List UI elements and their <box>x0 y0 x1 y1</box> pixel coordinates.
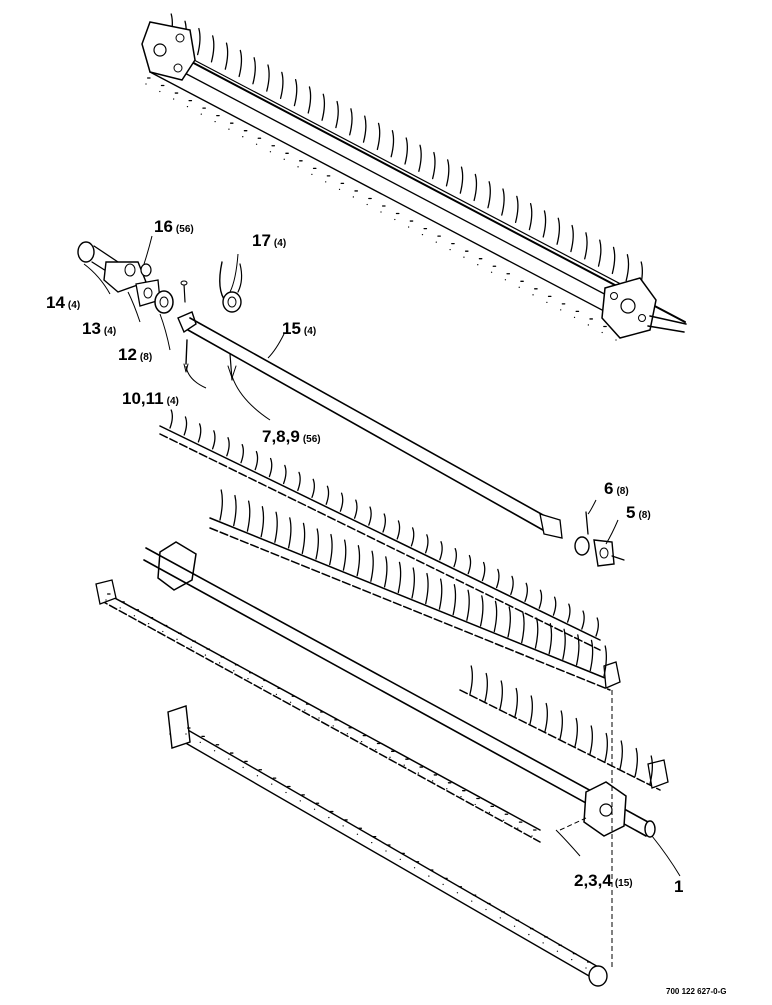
callout-labels: 16(56) 17(4) 14(4) 13(4) 12(8) 15(4) 10,… <box>46 217 683 896</box>
right-end-plate <box>601 277 657 339</box>
assembled-reel <box>141 13 687 341</box>
tine-bar-upper <box>159 409 601 651</box>
tine-bar-middle <box>209 489 621 691</box>
bearing-12 <box>154 280 188 314</box>
left-end-plate <box>141 21 196 81</box>
callout-7-8-9: 7,8,9(56) <box>262 427 321 446</box>
drawing-number: 700 122 627-0-G <box>666 987 727 996</box>
callout-13: 13(4) <box>82 319 116 338</box>
bearing-housing-14 <box>77 241 119 277</box>
callout-15: 16(56) <box>154 217 194 236</box>
pin-clip-16 <box>219 261 243 313</box>
reel-shaft-1 <box>143 541 656 838</box>
callout-6: 6(8) <box>604 479 629 498</box>
tine-bar-bottom <box>167 705 608 987</box>
tine-bar-lower-left <box>95 579 541 843</box>
bushing-15 <box>140 263 152 277</box>
callout-14: 14(4) <box>46 293 80 312</box>
callout-17: 15(4) <box>282 319 316 338</box>
callout-2-3-4: 2,3,4(15) <box>574 871 633 890</box>
bearing-assembly-parts <box>77 241 243 314</box>
callout-leader-lines <box>83 235 681 877</box>
callout-1: 1 <box>674 877 683 896</box>
callout-12: 12(8) <box>118 345 152 364</box>
callout-10-11: 10,11(4) <box>122 389 179 408</box>
callout-5: 5(8) <box>626 503 651 522</box>
tine-bar-right <box>459 665 669 791</box>
callout-16: 17(4) <box>252 231 286 250</box>
tine-bar-17 <box>177 311 563 539</box>
reel-tines <box>145 13 643 341</box>
right-end-parts <box>574 511 625 567</box>
